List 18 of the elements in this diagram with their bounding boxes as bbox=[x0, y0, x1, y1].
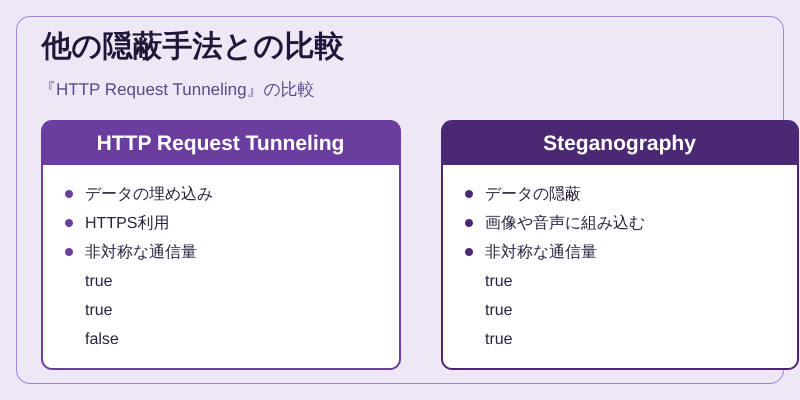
heading: 他の隠蔽手法との比較 bbox=[42, 28, 344, 64]
value-text: true bbox=[85, 301, 113, 321]
value-text: true bbox=[485, 301, 513, 321]
value-text: true bbox=[485, 330, 513, 350]
card-header: HTTP Request Tunneling bbox=[42, 122, 398, 164]
bullet-text: HTTPS利用 bbox=[85, 214, 170, 234]
comparison-card bbox=[40, 120, 400, 370]
bullet-text: 画像や音声に組み込む bbox=[485, 214, 645, 234]
bullet-text: データの隠蔽 bbox=[485, 184, 581, 205]
bullet-text: データの埋め込み bbox=[85, 184, 213, 205]
bullet-text: 非対称な通信量 bbox=[485, 242, 597, 263]
subtitle: 『HTTP Request Tunneling』の比較 bbox=[39, 78, 315, 100]
value-text: true bbox=[85, 272, 113, 292]
value-text: true bbox=[485, 272, 513, 292]
value-text: false bbox=[85, 330, 119, 350]
bullet-text: 非対称な通信量 bbox=[85, 242, 197, 263]
card-header: Steganography bbox=[442, 122, 796, 164]
comparison-card bbox=[440, 120, 798, 370]
